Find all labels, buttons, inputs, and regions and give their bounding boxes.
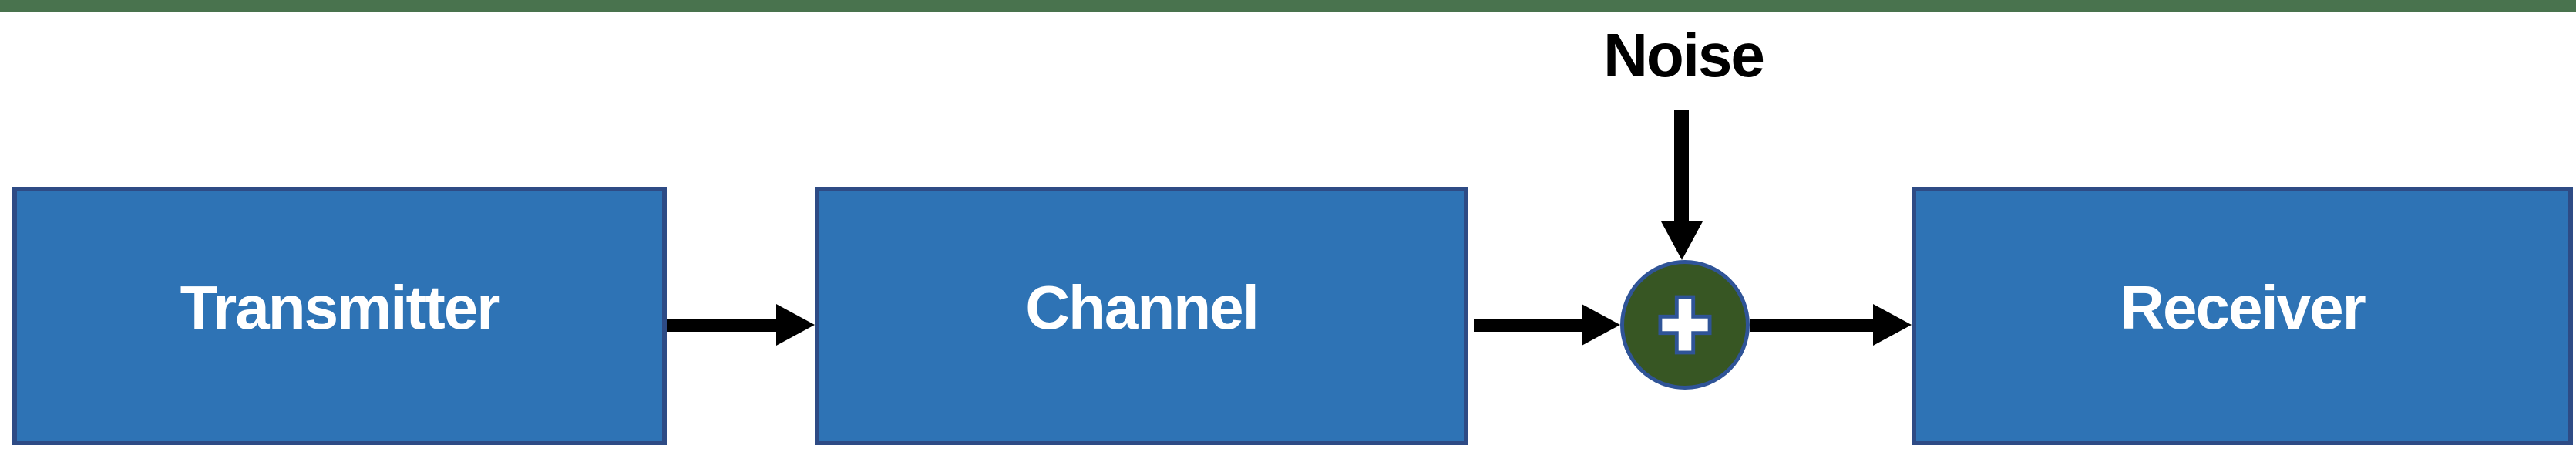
channel-block: Channel [815, 187, 1468, 445]
arrow-shaft [667, 319, 780, 332]
noise-label: Noise [1603, 21, 1765, 90]
arrow-head [776, 304, 815, 346]
top-green-bar [0, 0, 2576, 12]
noise-adder-node: + [1620, 260, 1750, 390]
receiver-block-label: Receiver [2120, 272, 2366, 342]
transmitter-block: Transmitter [12, 187, 667, 445]
arrow-head [1582, 304, 1620, 346]
arrow-shaft [1750, 319, 1877, 332]
arrow-adder-to-receiver-icon [1750, 304, 1912, 346]
arrow-transmitter-to-channel-icon [667, 304, 815, 346]
transmitter-block-label: Transmitter [180, 272, 501, 342]
noise-arrow-head [1661, 221, 1703, 260]
arrow-channel-to-adder-icon [1474, 304, 1620, 346]
arrow-shaft [1474, 319, 1586, 332]
plus-icon [1658, 295, 1712, 355]
receiver-block: Receiver [1912, 187, 2573, 445]
noise-arrow-shaft [1674, 110, 1689, 225]
arrow-head [1873, 304, 1912, 346]
noise-down-arrow-icon [1661, 110, 1703, 260]
channel-block-label: Channel [1025, 272, 1259, 342]
